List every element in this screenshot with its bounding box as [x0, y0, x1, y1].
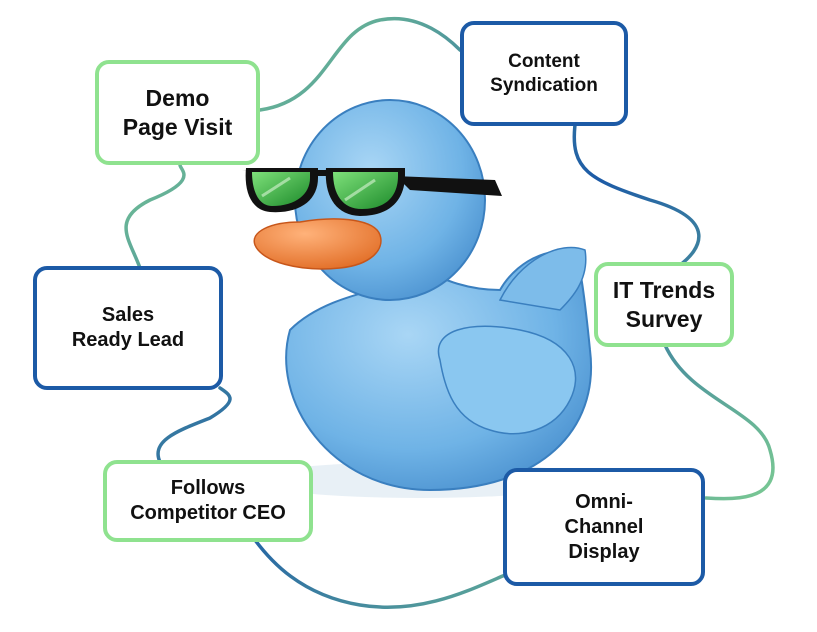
node-follows-competitor-ceo: Follows Competitor CEO	[103, 460, 313, 542]
node-it-trends-survey: IT Trends Survey	[594, 262, 734, 347]
node-label: Follows Competitor CEO	[130, 477, 286, 524]
node-content-syndication: Content Syndication	[460, 21, 628, 126]
node-label: Content Syndication	[490, 50, 598, 96]
node-label: Omni- Channel Display	[564, 490, 644, 563]
duck-illustration	[242, 99, 593, 498]
node-demo-page-visit: Demo Page Visit	[95, 60, 260, 165]
node-label: Sales Ready Lead	[71, 304, 185, 351]
node-sales-ready-lead: Sales Ready Lead	[33, 266, 223, 390]
node-label: Demo Page Visit	[122, 84, 233, 140]
node-omni-channel-display: Omni- Channel Display	[503, 468, 705, 586]
journey-path	[124, 16, 775, 610]
node-label: IT Trends Survey	[612, 276, 716, 332]
